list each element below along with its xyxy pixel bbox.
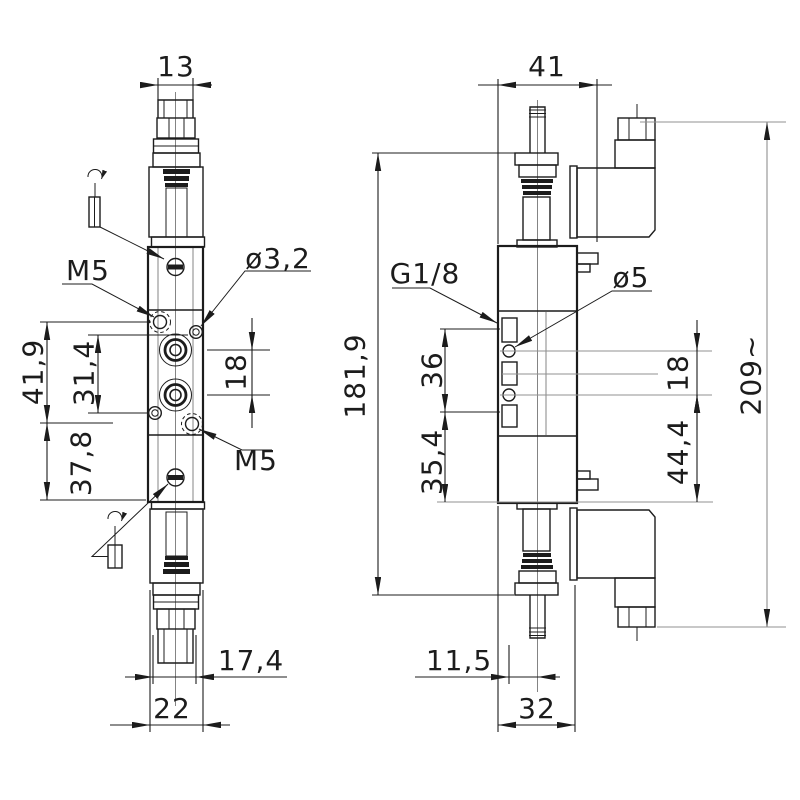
adjust-screw-bottom bbox=[166, 468, 185, 487]
side-view: 41 181,9 36 35,4 18 44, bbox=[339, 50, 786, 732]
dim-37-8-label: 37,8 bbox=[65, 430, 98, 496]
dim-41-9-label: 41,9 bbox=[17, 339, 50, 405]
dim-31-4-label: 31,4 bbox=[68, 340, 101, 406]
label-thread-bottom: M5 bbox=[198, 428, 277, 477]
label-pilot-hole-side: ø5 bbox=[514, 261, 652, 348]
g18-port-3 bbox=[501, 404, 518, 428]
dim-22-label: 22 bbox=[153, 692, 191, 725]
dia-5-label: ø5 bbox=[613, 261, 650, 294]
label-port-thread: G1/8 bbox=[390, 257, 498, 324]
cable-gland-hex-bottom bbox=[617, 606, 656, 628]
dim-36-label: 36 bbox=[416, 351, 449, 389]
dim-span-lower: 37,8 bbox=[40, 423, 146, 501]
dim-209-label: 209~ bbox=[735, 335, 768, 416]
dim-41-label: 41 bbox=[528, 50, 566, 83]
port-lower bbox=[159, 378, 192, 412]
rotate-arrow-icon bbox=[87, 169, 108, 180]
solenoid-bottom-front bbox=[149, 501, 206, 664]
dim-35-4-label: 35,4 bbox=[416, 429, 449, 495]
connector-housing-bottom bbox=[576, 509, 656, 579]
dim-11-5-label: 11,5 bbox=[426, 644, 492, 677]
dim-18-front-label: 18 bbox=[220, 353, 253, 391]
g18-port-1 bbox=[501, 317, 518, 343]
knurled-ring-top bbox=[152, 152, 201, 168]
m5-hole-top bbox=[152, 314, 168, 330]
dim-width-top: 41 bbox=[478, 50, 612, 244]
dim-port-offset: 11,5 bbox=[415, 644, 560, 684]
label-pilot-hole-front: ø3,2 bbox=[200, 242, 311, 327]
dim-32-label: 32 bbox=[518, 692, 556, 725]
adjust-screw-top bbox=[166, 257, 185, 277]
dim-18-side-label: 18 bbox=[662, 354, 695, 392]
dim-port-spacing-front: 18 bbox=[207, 318, 270, 428]
dim-181-9-label: 181,9 bbox=[339, 333, 372, 418]
hex-nut-bottom bbox=[156, 608, 196, 630]
override-tool-bottom bbox=[90, 483, 169, 569]
dim-body-height: 181,9 bbox=[339, 152, 516, 596]
solenoid-bottom-side bbox=[514, 502, 559, 639]
m5-hole-bottom bbox=[184, 416, 200, 432]
dim-width-body-front: 22 bbox=[110, 590, 230, 732]
g18-label: G1/8 bbox=[390, 257, 461, 290]
pilot-hole-3-2 bbox=[188, 325, 203, 340]
solenoid-top-front bbox=[148, 99, 206, 248]
knurled-ring-bottom bbox=[152, 582, 201, 596]
dim-width-inner: 17,4 bbox=[125, 635, 287, 684]
m5-top-label: M5 bbox=[66, 254, 110, 287]
knurled-ring-top-side bbox=[514, 152, 559, 166]
connector-housing-top bbox=[576, 167, 656, 238]
dim-span-mid: 31,4 bbox=[68, 334, 188, 414]
label-thread-top: M5 bbox=[62, 254, 155, 318]
dia-3-2-label: ø3,2 bbox=[245, 242, 311, 275]
dim-44-4-label: 44,4 bbox=[662, 419, 695, 485]
dim-stem-width: 13 bbox=[140, 50, 212, 100]
port-upper bbox=[159, 333, 192, 367]
pilot-connector-top bbox=[569, 104, 656, 239]
dim-overall-height: 209~ bbox=[735, 122, 771, 627]
dim-span-upper: 41,9 bbox=[17, 321, 151, 424]
override-tool-top bbox=[87, 169, 165, 260]
hex-nut-top bbox=[156, 117, 196, 139]
front-view: 13 41,9 37,8 31,4 18 bbox=[17, 50, 311, 732]
dim-17-4-label: 17,4 bbox=[218, 644, 284, 677]
solenoid-top-side bbox=[514, 106, 559, 248]
dim-13-label: 13 bbox=[157, 50, 195, 83]
knurled-ring-bottom-side bbox=[514, 582, 559, 596]
dim-port-span-upper: 36 bbox=[416, 328, 500, 413]
rotate-arrow-icon bbox=[107, 511, 128, 522]
cable-gland-hex-top bbox=[617, 117, 656, 141]
dim-port-span-lower: 35,4 bbox=[416, 412, 449, 502]
dim-port-spacing-side: 18 bbox=[662, 320, 701, 430]
dim-width-body-side: 32 bbox=[497, 506, 576, 732]
pilot-connector-bottom bbox=[569, 507, 656, 641]
dim-span-lower-side: 44,4 bbox=[662, 395, 701, 502]
